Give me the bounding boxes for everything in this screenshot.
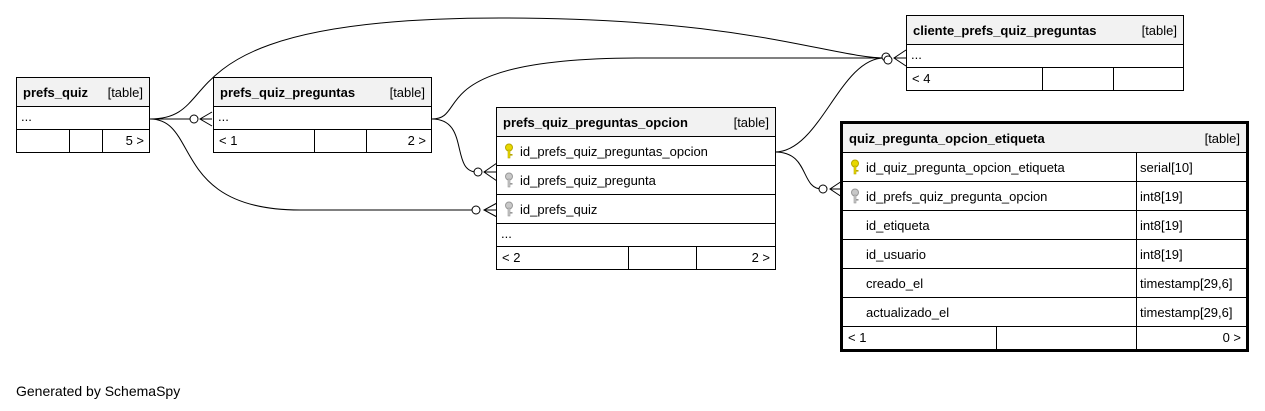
parent-count: < 2 bbox=[502, 250, 521, 265]
edge-opcion-to-etiqueta bbox=[774, 151, 823, 190]
child-count bbox=[1113, 68, 1183, 90]
table-footer: < 4 bbox=[907, 67, 1183, 90]
edge-preguntas-to-opcion bbox=[431, 118, 478, 173]
table-header: prefs_quiz [table] bbox=[17, 78, 149, 106]
table-header: prefs_quiz_preguntas_opcion [table] bbox=[497, 108, 775, 136]
foreign-key-icon bbox=[505, 201, 513, 217]
column-row[interactable]: id_prefs_quiz_preguntas_opcion bbox=[497, 136, 775, 165]
table-name: prefs_quiz bbox=[23, 84, 89, 100]
column-name: creado_el bbox=[866, 275, 924, 291]
column-name: id_prefs_quiz_pregunta_opcion bbox=[866, 188, 1048, 204]
table-prefs-quiz-preguntas[interactable]: prefs_quiz_preguntas [table] ... < 1 2 > bbox=[213, 77, 432, 153]
foreign-key-icon bbox=[505, 172, 513, 188]
column-type: int8[19] bbox=[1136, 211, 1246, 239]
table-kind: [table] bbox=[733, 114, 769, 130]
collapsed-columns: ... bbox=[497, 223, 775, 246]
table-prefs-quiz-preguntas-opcion[interactable]: prefs_quiz_preguntas_opcion [table] id_p… bbox=[496, 107, 776, 270]
primary-key-icon bbox=[505, 143, 513, 159]
table-kind: [table] bbox=[1141, 22, 1177, 38]
table-quiz-pregunta-opcion-etiqueta[interactable]: quiz_pregunta_opcion_etiqueta [table] id… bbox=[840, 121, 1249, 352]
table-footer: < 1 2 > bbox=[214, 129, 431, 152]
table-kind: [table] bbox=[1204, 130, 1240, 146]
column-name: id_prefs_quiz_preguntas_opcion bbox=[520, 143, 708, 159]
row-count bbox=[996, 327, 1136, 349]
column-name: id_usuario bbox=[866, 246, 926, 262]
edge-prefs-quiz-to-opcion bbox=[149, 118, 475, 211]
child-count: 2 > bbox=[366, 130, 431, 152]
parent-count bbox=[17, 130, 69, 152]
column-row[interactable]: creado_el timestamp[29,6] bbox=[843, 268, 1246, 297]
edge-opcion-to-cliente bbox=[774, 57, 885, 153]
parent-count: < 4 bbox=[912, 71, 931, 86]
optional-marker-opcion-quiz bbox=[471, 205, 481, 215]
table-kind: [table] bbox=[107, 84, 143, 100]
primary-key-icon bbox=[851, 159, 859, 175]
column-type: timestamp[29,6] bbox=[1136, 269, 1246, 297]
column-type: serial[10] bbox=[1136, 153, 1246, 181]
column-type: int8[19] bbox=[1136, 240, 1246, 268]
collapsed-columns: ... bbox=[17, 106, 149, 129]
generator-credit: Generated by SchemaSpy bbox=[16, 383, 181, 399]
parent-count: < 1 bbox=[219, 133, 238, 148]
table-cliente-prefs-quiz-preguntas[interactable]: cliente_prefs_quiz_preguntas [table] ...… bbox=[906, 15, 1184, 91]
child-count: 5 > bbox=[102, 130, 149, 152]
optional-marker-preguntas bbox=[189, 114, 199, 124]
table-prefs-quiz[interactable]: prefs_quiz [table] ... 5 > bbox=[16, 77, 150, 153]
optional-marker-etiqueta bbox=[818, 184, 828, 194]
table-header: cliente_prefs_quiz_preguntas [table] bbox=[907, 16, 1183, 44]
column-row[interactable]: id_prefs_quiz bbox=[497, 194, 775, 223]
column-row[interactable]: id_etiqueta int8[19] bbox=[843, 210, 1246, 239]
column-row[interactable]: id_prefs_quiz_pregunta bbox=[497, 165, 775, 194]
column-name: id_etiqueta bbox=[866, 217, 930, 233]
child-count: 0 > bbox=[1136, 327, 1246, 349]
column-row[interactable]: id_prefs_quiz_pregunta_opcion int8[19] bbox=[843, 181, 1246, 210]
child-count: 2 > bbox=[696, 247, 775, 269]
table-footer: < 1 0 > bbox=[843, 326, 1246, 349]
edge-preguntas-to-cliente bbox=[431, 57, 885, 120]
crowfoot-opcion-quiz bbox=[482, 202, 498, 218]
parent-count: < 1 bbox=[848, 330, 867, 345]
table-name: prefs_quiz_preguntas_opcion bbox=[503, 114, 688, 130]
column-name: id_prefs_quiz bbox=[520, 201, 598, 217]
crowfoot-preguntas bbox=[199, 111, 213, 127]
column-name: id_prefs_quiz_pregunta bbox=[520, 172, 656, 188]
table-header: quiz_pregunta_opcion_etiqueta [table] bbox=[843, 124, 1246, 152]
crowfoot-cliente bbox=[893, 49, 907, 67]
table-name: cliente_prefs_quiz_preguntas bbox=[913, 22, 1097, 38]
row-count bbox=[314, 130, 366, 152]
optional-marker-opcion-pregunta bbox=[473, 167, 483, 177]
collapsed-columns: ... bbox=[907, 44, 1183, 67]
column-row[interactable]: actualizado_el timestamp[29,6] bbox=[843, 297, 1246, 326]
row-count bbox=[1042, 68, 1113, 90]
edge-prefs-quiz-to-cliente bbox=[149, 17, 888, 120]
column-name: id_quiz_pregunta_opcion_etiqueta bbox=[866, 159, 1065, 175]
collapsed-columns: ... bbox=[214, 106, 431, 129]
table-name: quiz_pregunta_opcion_etiqueta bbox=[849, 130, 1045, 146]
column-type: int8[19] bbox=[1136, 182, 1246, 210]
table-header: prefs_quiz_preguntas [table] bbox=[214, 78, 431, 106]
table-kind: [table] bbox=[389, 84, 425, 100]
crowfoot-opcion-pregunta bbox=[483, 162, 498, 182]
row-count bbox=[628, 247, 696, 269]
column-name: actualizado_el bbox=[866, 304, 950, 320]
table-name: prefs_quiz_preguntas bbox=[220, 84, 356, 100]
optional-marker-cliente-2 bbox=[883, 55, 893, 65]
table-footer: 5 > bbox=[17, 129, 149, 152]
column-type: timestamp[29,6] bbox=[1136, 298, 1246, 326]
row-count bbox=[69, 130, 102, 152]
column-row[interactable]: id_quiz_pregunta_opcion_etiqueta serial[… bbox=[843, 152, 1246, 181]
foreign-key-icon bbox=[851, 188, 859, 204]
table-footer: < 2 2 > bbox=[497, 246, 775, 269]
column-row[interactable]: id_usuario int8[19] bbox=[843, 239, 1246, 268]
